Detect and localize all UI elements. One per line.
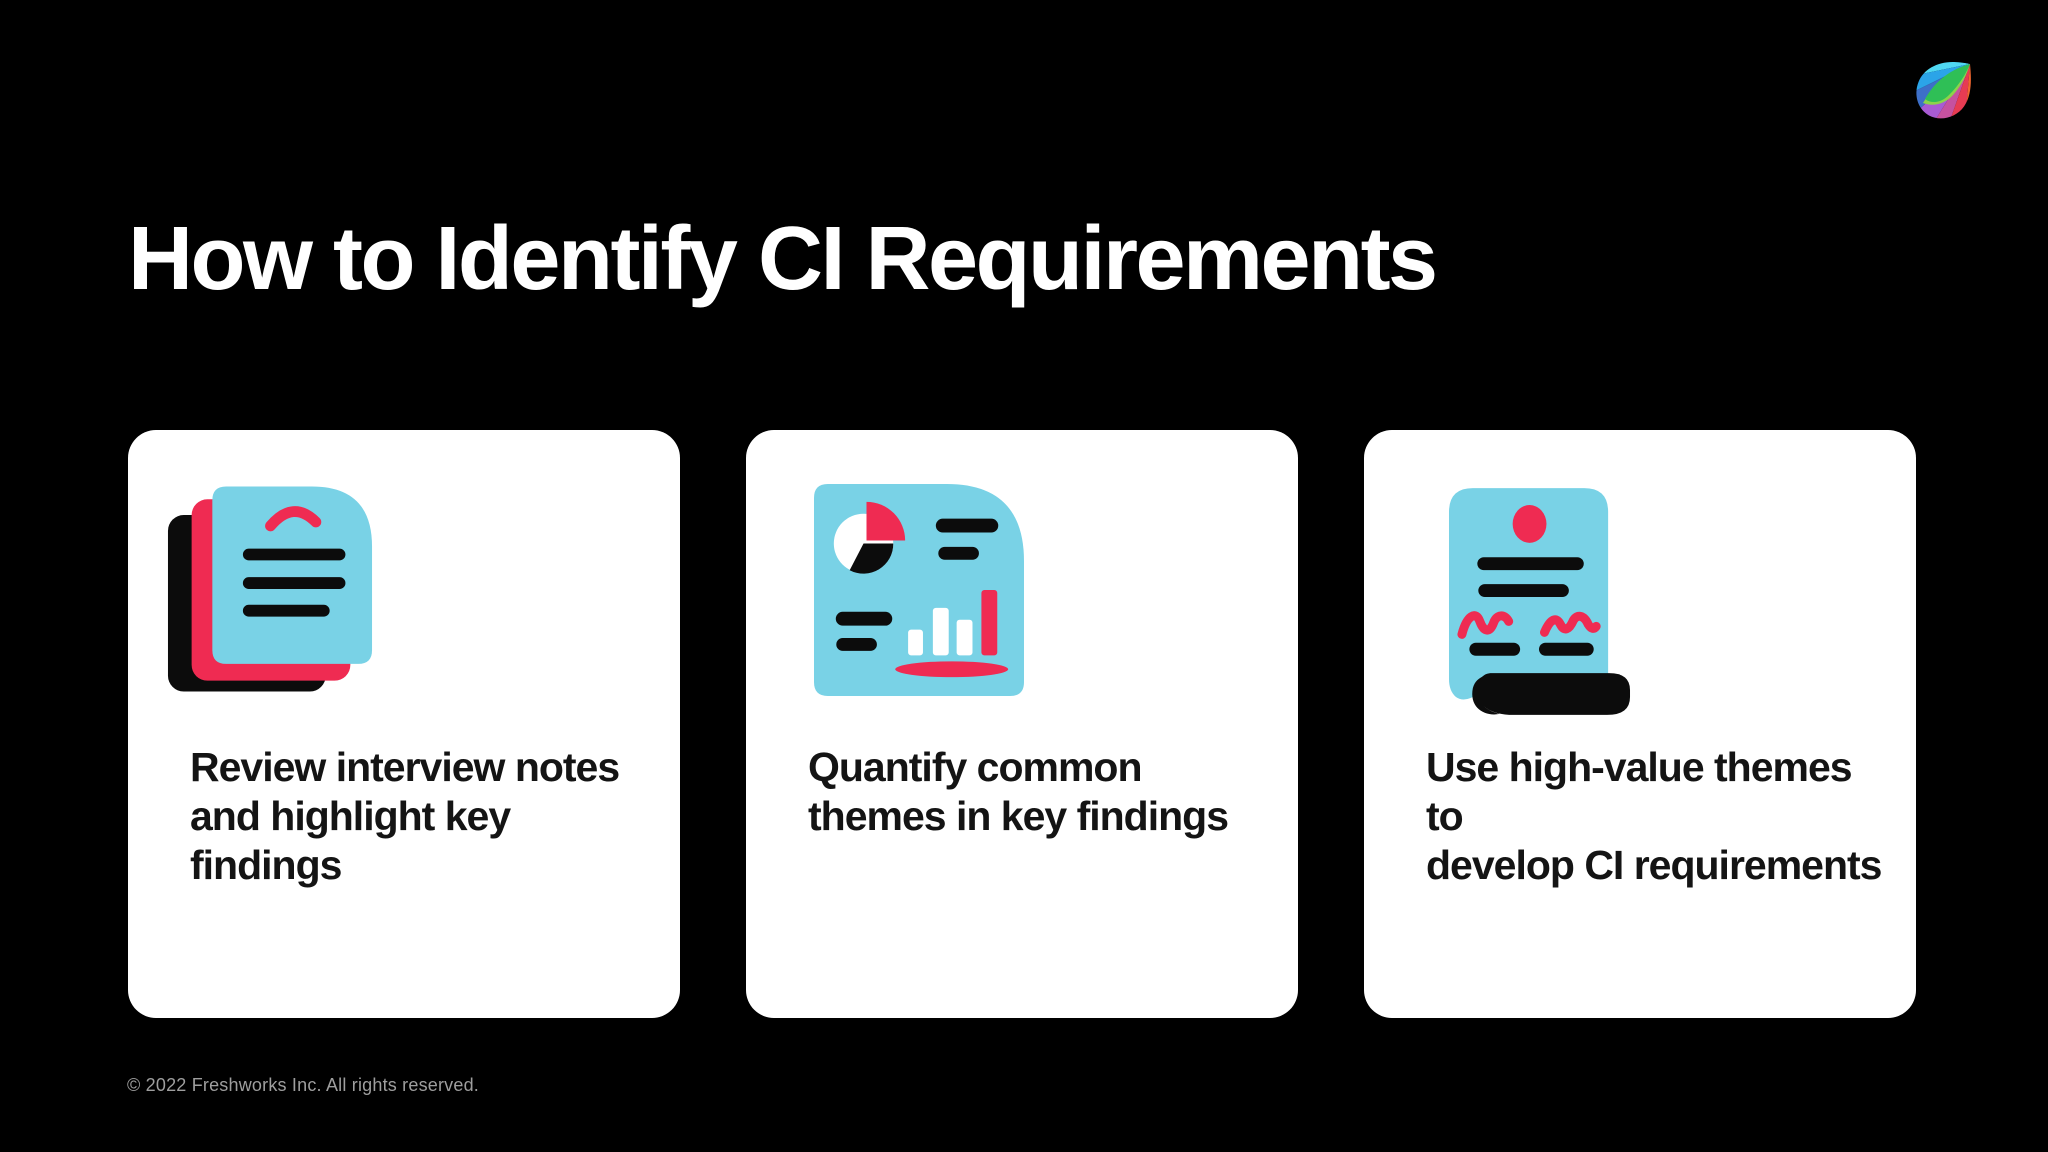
card-quantify-themes: Quantify common themes in key findings — [746, 430, 1298, 1018]
card-label: Quantify common themes in key findings — [808, 743, 1268, 841]
freshworks-logo — [1916, 61, 1971, 119]
label-line: themes in key findings — [808, 793, 1229, 839]
card-review-notes: Review interview notes and highlight key… — [128, 430, 680, 1018]
card-label: Use high-value themes to develop CI requ… — [1426, 743, 1886, 890]
stacked-notes-icon — [167, 486, 373, 692]
footer-copyright: © 2022 Freshworks Inc. All rights reserv… — [127, 1075, 479, 1095]
card-label: Review interview notes and highlight key… — [190, 743, 650, 890]
label-line: Use high-value themes to — [1426, 744, 1853, 839]
label-line: Quantify common — [808, 744, 1143, 790]
label-line: and highlight key findings — [190, 793, 511, 888]
page-title: How to Identify CI Requirements — [128, 209, 1438, 310]
label-line: Review interview notes — [190, 744, 620, 790]
card-develop-requirements: Use high-value themes to develop CI requ… — [1364, 430, 1916, 1018]
scroll-requirements-icon — [1448, 488, 1631, 715]
label-line: develop CI requirements — [1426, 842, 1882, 888]
analytics-chart-icon — [814, 484, 1024, 696]
cards-row: Review interview notes and highlight key… — [128, 430, 1916, 1018]
